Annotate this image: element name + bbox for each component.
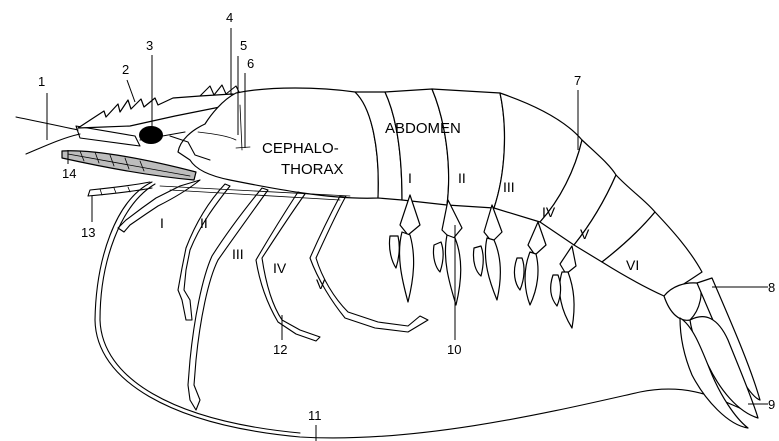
callout-8: 8 <box>768 280 775 295</box>
segment-numeral-1: I <box>408 170 412 186</box>
label-cephalothorax-line1: CEPHALO- <box>262 140 339 157</box>
leg-numeral-1: I <box>160 215 164 231</box>
callout-10: 10 <box>447 342 461 357</box>
callout-11: 11 <box>308 408 322 423</box>
pereiopods <box>118 180 428 410</box>
callout-3: 3 <box>146 38 153 53</box>
callout-9: 9 <box>768 397 775 412</box>
callout-7: 7 <box>574 73 581 88</box>
eye <box>139 126 163 144</box>
callout-12: 12 <box>273 342 287 357</box>
callout-5: 5 <box>240 38 247 53</box>
segment-numeral-6: VI <box>626 257 639 273</box>
leg-numeral-5: V <box>316 276 326 292</box>
segment-numeral-3: III <box>503 179 515 195</box>
callout-6: 6 <box>247 56 254 71</box>
label-abdomen: ABDOMEN <box>385 120 461 137</box>
label-cephalothorax-line2: THORAX <box>281 161 344 178</box>
leg-numeral-2: II <box>200 215 208 231</box>
callout-13: 13 <box>81 225 95 240</box>
callout-4: 4 <box>226 10 233 25</box>
callout-2: 2 <box>122 62 129 77</box>
leg-numeral-4: IV <box>273 260 287 276</box>
segment-numeral-5: V <box>580 226 590 242</box>
segment-numeral-2: II <box>458 170 466 186</box>
leg-numeral-3: III <box>232 246 244 262</box>
callout-1: 1 <box>38 74 45 89</box>
segment-numeral-4: IV <box>542 204 556 220</box>
callout-14: 14 <box>62 166 76 181</box>
